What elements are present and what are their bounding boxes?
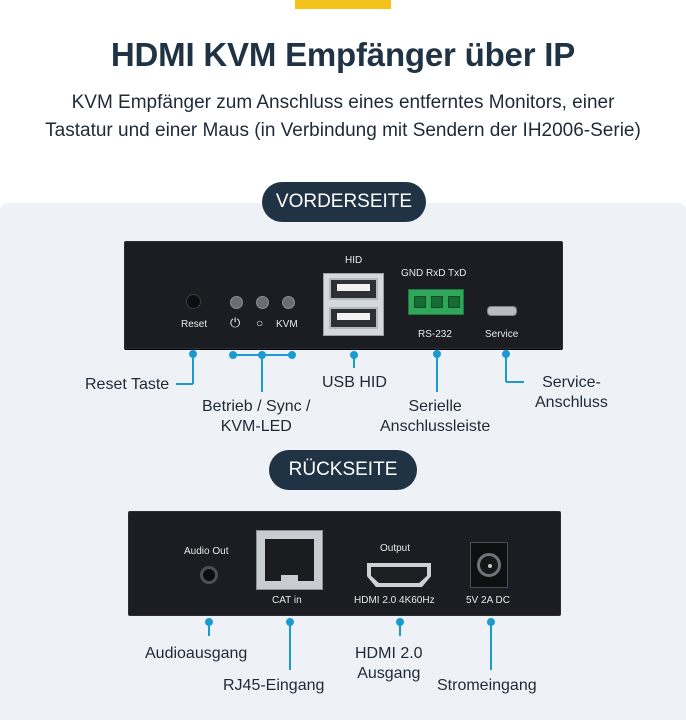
callout-leds-line-1: Betrieb / Sync / — [202, 398, 311, 415]
callout-dot-usb — [350, 351, 358, 359]
audio-out-label: Audio Out — [184, 546, 229, 557]
rj45-notch — [281, 575, 298, 583]
rj45-socket — [265, 539, 314, 583]
power-icon: ⏻ — [230, 315, 241, 330]
usb-tongue — [337, 284, 370, 291]
audio-jack — [200, 566, 218, 584]
callout-dot-power — [487, 618, 495, 626]
kvm-label: KVM — [276, 319, 298, 330]
power-led — [230, 296, 243, 309]
dc-power-ring — [477, 553, 501, 577]
reset-label: Reset — [181, 319, 208, 330]
usb-port-top — [329, 278, 378, 300]
rj45-port — [256, 530, 323, 590]
callout-audio: Audioausgang — [145, 645, 248, 662]
terminal-hole-txd — [448, 296, 460, 308]
callout-dot-led-power — [229, 351, 237, 359]
front-section-label: VORDERSEITE — [262, 182, 426, 222]
usb-tongue — [337, 313, 370, 320]
usb-hid-ports — [323, 273, 384, 336]
callout-serial-line-2: Anschlussleiste — [380, 418, 491, 435]
hdmi-socket — [371, 567, 427, 583]
kvm-led — [282, 296, 295, 309]
callout-dot-reset — [189, 350, 197, 358]
sync-led — [256, 296, 269, 309]
terminal-hole-rxd — [431, 296, 443, 308]
reset-button — [186, 294, 201, 309]
service-label: Service — [485, 329, 519, 340]
callout-hdmi: HDMI 2.0 Ausgang — [355, 644, 423, 684]
power-label: 5V 2A DC — [466, 595, 510, 606]
callout-power: Stromeingang — [437, 677, 537, 694]
callout-dot-hdmi — [396, 618, 404, 626]
subtitle-line-1: KVM Empfänger zum Anschluss eines entfer… — [71, 92, 615, 113]
output-label: Output — [380, 543, 411, 554]
callout-service-line-2: Anschluss — [535, 394, 608, 411]
callout-rj45: RJ45-Eingang — [223, 677, 325, 694]
callout-dot-led-sync — [258, 351, 266, 359]
callout-service-line-1: Service- — [542, 374, 601, 391]
dc-power-pin — [488, 564, 492, 568]
callout-leds: Betrieb / Sync / KVM-LED — [202, 397, 311, 437]
hdmi-label: HDMI 2.0 4K60Hz — [354, 595, 435, 606]
hdmi-port — [367, 563, 431, 587]
dc-power-jack — [470, 542, 508, 588]
callout-dot-led-kvm — [288, 351, 296, 359]
callout-serial-line-1: Serielle — [408, 398, 462, 415]
callout-leds-line-2: KVM-LED — [220, 418, 292, 435]
sync-icon: ○ — [256, 316, 264, 330]
callout-hdmi-line-1: HDMI 2.0 — [355, 645, 423, 662]
callout-serial: Serielle Anschlussleiste — [380, 397, 490, 437]
callout-service: Service- Anschluss — [535, 373, 608, 413]
back-section-label: RÜCKSEITE — [269, 450, 417, 490]
service-port — [487, 306, 517, 316]
usb-port-bottom — [329, 307, 378, 329]
cat-in-label: CAT in — [272, 595, 302, 606]
rs232-label: RS-232 — [418, 329, 452, 340]
serial-terminal-block — [408, 289, 464, 315]
callout-dot-rj45 — [286, 618, 294, 626]
callout-dot-audio — [205, 618, 213, 626]
callout-hdmi-line-2: Ausgang — [357, 665, 421, 682]
callout-usb: USB HID — [322, 374, 387, 391]
hid-label: HID — [345, 255, 363, 266]
callout-dot-service — [502, 350, 510, 358]
callout-dot-serial — [433, 350, 441, 358]
terminal-pin-labels: GND RxD TxD — [401, 268, 467, 279]
page-title: HDMI KVM Empfänger über IP — [110, 36, 576, 73]
callout-reset: Reset Taste — [85, 376, 170, 393]
page-subtitle: KVM Empfänger zum Anschluss eines entfer… — [0, 89, 686, 145]
subtitle-line-2: Tastatur und einer Maus (in Verbindung m… — [45, 120, 641, 141]
accent-bar — [295, 0, 391, 9]
terminal-hole-gnd — [414, 296, 426, 308]
